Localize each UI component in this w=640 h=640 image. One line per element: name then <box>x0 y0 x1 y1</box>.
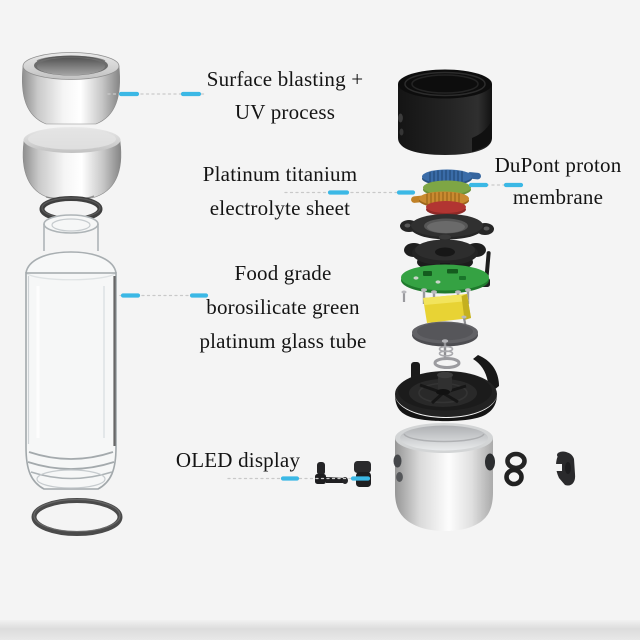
label-line: Platinum titanium <box>202 162 358 186</box>
inner-lid <box>22 127 122 200</box>
label-glass-tube: Food grade borosilicate green platinum g… <box>199 256 366 358</box>
oled-module <box>315 461 371 487</box>
label-line: Food grade <box>234 261 332 285</box>
electrode-membrane-stack <box>411 169 482 216</box>
buckle-part <box>556 451 576 486</box>
bottom-gasket-ring <box>31 498 123 536</box>
label-proton-membrane: DuPont proton membrane <box>495 149 622 213</box>
glass-tube <box>25 214 117 490</box>
base-impeller-housing <box>395 355 499 422</box>
outer-lid <box>22 52 120 125</box>
label-surface-uv-process: Surface blasting + UV process <box>207 63 364 129</box>
label-line: DuPont proton <box>494 153 622 177</box>
cross-clamp <box>404 234 486 270</box>
label-line: membrane <box>512 185 604 209</box>
label-line: Surface blasting + <box>206 67 364 91</box>
steel-base-cup <box>393 423 495 531</box>
label-line: borosilicate green <box>206 295 360 319</box>
label-line: electrolyte sheet <box>209 196 351 220</box>
label-electrolyte-sheet: Platinum titanium electrolyte sheet <box>203 157 357 225</box>
control-board <box>401 251 491 306</box>
floor-shadow <box>0 620 640 640</box>
top-cover <box>398 69 492 155</box>
spring-screw <box>433 339 461 369</box>
leader-lines <box>107 91 524 481</box>
flange-gasket <box>400 214 494 240</box>
label-oled-display: OLED display <box>176 444 300 477</box>
motor-plate <box>412 321 478 347</box>
label-line: platinum glass tube <box>199 329 367 353</box>
strap-ring-part <box>504 451 527 487</box>
label-line: OLED display <box>175 448 301 472</box>
battery-pack <box>423 294 471 329</box>
label-line: UV process <box>234 100 336 124</box>
